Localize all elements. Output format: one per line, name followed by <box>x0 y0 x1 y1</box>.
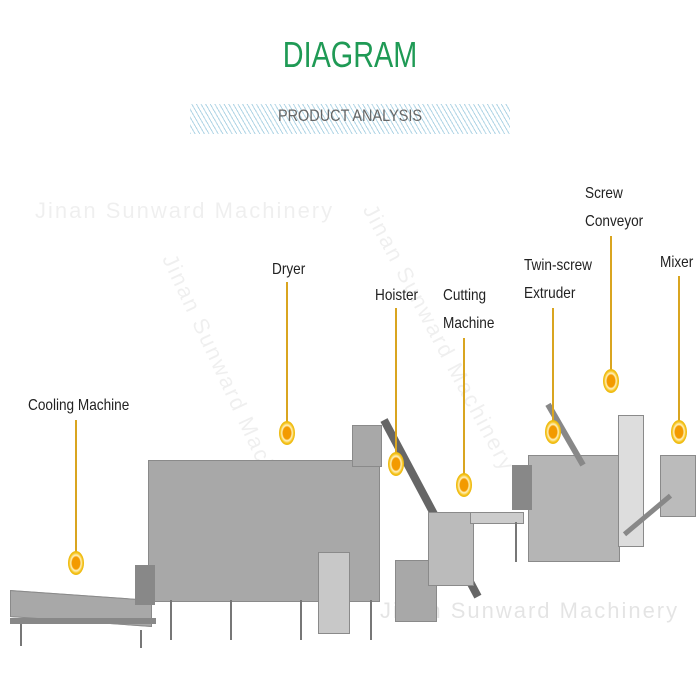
label-twin-screw-extruder: Twin-screw Extruder <box>524 252 592 308</box>
leader-line <box>678 276 680 421</box>
label-line: Conveyor <box>585 213 644 230</box>
leader-line <box>286 282 288 422</box>
marker-icon <box>388 452 404 476</box>
header-band <box>190 104 510 134</box>
marker-icon <box>279 421 295 445</box>
label-screw-conveyor: Screw Conveyor <box>585 180 643 236</box>
leader-line <box>395 308 397 453</box>
marker-icon <box>603 369 619 393</box>
marker-icon <box>68 551 84 575</box>
label-dryer: Dryer <box>272 261 306 278</box>
label-line: Twin-screw <box>524 257 593 274</box>
marker-icon <box>456 473 472 497</box>
leader-line <box>463 338 465 474</box>
marker-icon <box>545 420 561 444</box>
leader-line <box>552 308 554 421</box>
marker-icon <box>671 420 687 444</box>
watermark: Jinan Sunward Machinery <box>35 198 335 223</box>
label-line: Machine <box>443 315 495 332</box>
label-cutting-machine: Cutting Machine <box>443 282 494 338</box>
diagram-title: DIAGRAM <box>282 34 418 75</box>
label-cooling-machine: Cooling Machine <box>28 397 130 414</box>
label-line: Extruder <box>524 285 576 302</box>
label-mixer: Mixer <box>660 254 694 271</box>
leader-line <box>75 420 77 552</box>
leader-line <box>610 236 612 370</box>
label-line: Screw <box>585 185 623 202</box>
diagram-subtitle: PRODUCT ANALYSIS <box>277 106 422 125</box>
label-line: Cutting <box>443 287 487 304</box>
label-hoister: Hoister <box>375 287 419 304</box>
